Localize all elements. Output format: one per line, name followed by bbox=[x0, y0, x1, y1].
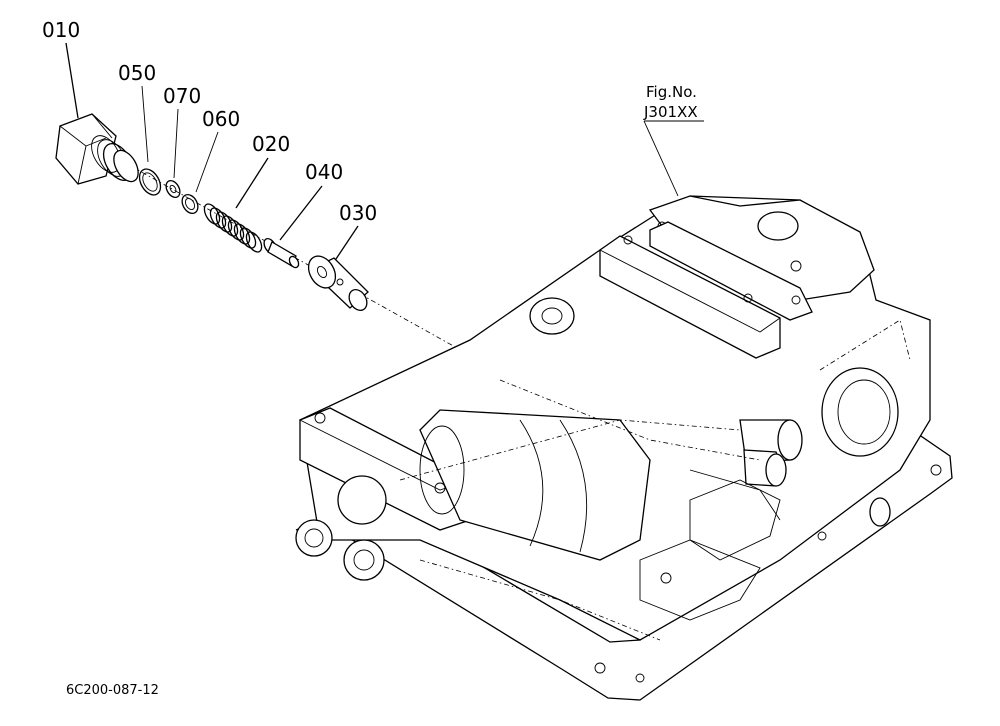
part-040-pin[interactable] bbox=[262, 237, 301, 270]
label-040[interactable]: 040 bbox=[305, 160, 343, 184]
part-020-spring[interactable] bbox=[201, 201, 264, 254]
label-030[interactable]: 030 bbox=[339, 201, 377, 225]
drawing-code: 6C200-087-12 bbox=[66, 683, 159, 698]
part-030-valve[interactable] bbox=[303, 251, 370, 313]
label-070[interactable]: 070 bbox=[163, 84, 201, 108]
leader-lines bbox=[65, 42, 359, 263]
part-010-plug[interactable] bbox=[55, 113, 143, 186]
part-050-o-ring[interactable] bbox=[135, 165, 165, 198]
label-020[interactable]: 020 bbox=[252, 132, 290, 156]
figure-ref-leader bbox=[643, 120, 679, 197]
main-housing[interactable] bbox=[295, 195, 953, 701]
label-060[interactable]: 060 bbox=[202, 107, 240, 131]
figure-ref-line1: Fig.No. bbox=[646, 83, 697, 101]
part-070-washer[interactable] bbox=[163, 178, 182, 200]
label-050[interactable]: 050 bbox=[118, 61, 156, 85]
assembly-axis bbox=[119, 159, 501, 373]
part-060-o-ring[interactable] bbox=[179, 192, 201, 216]
figure-ref-link[interactable]: J301XX bbox=[643, 103, 698, 121]
label-010[interactable]: 010 bbox=[42, 18, 80, 42]
